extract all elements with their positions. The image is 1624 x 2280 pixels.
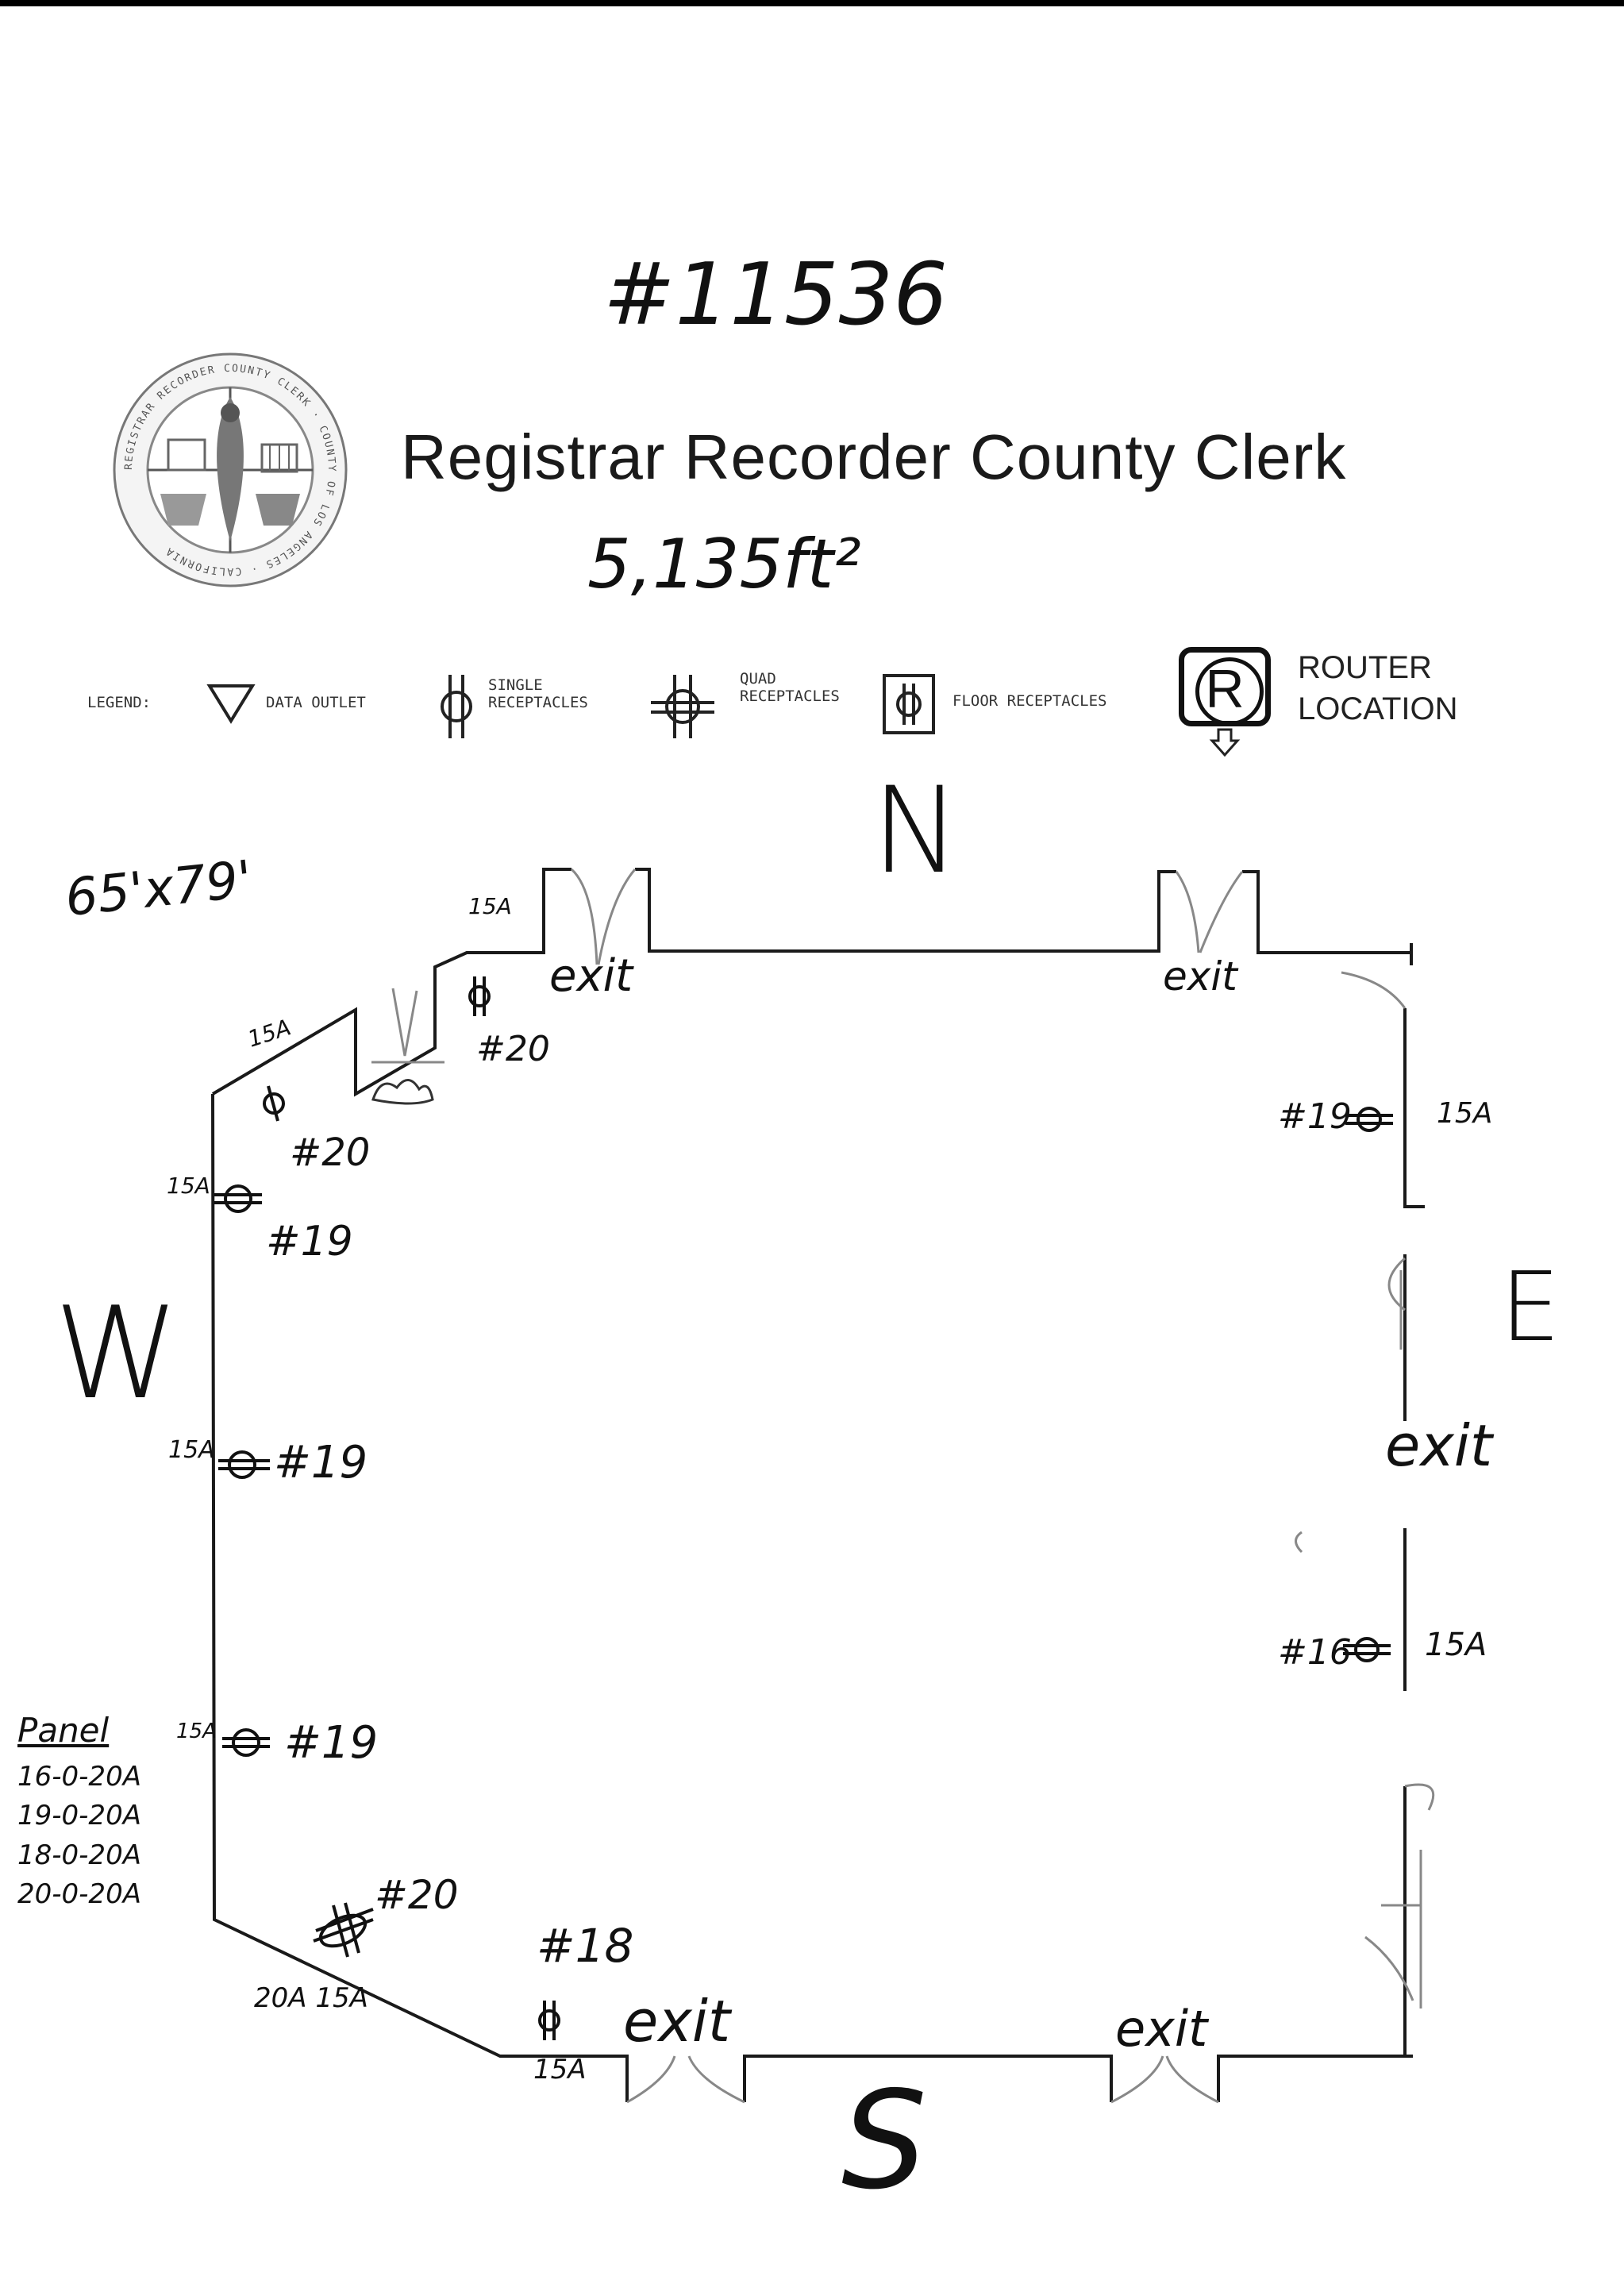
compass-east: E: [1500, 1253, 1561, 1363]
east1-receptacle-icon: [1345, 1107, 1393, 1132]
compass-west: W: [54, 1279, 180, 1427]
west1-amp: 15A: [167, 1173, 210, 1199]
panel-line: 16-0-20A: [17, 1761, 141, 1793]
east2-receptacle-icon: [1343, 1637, 1391, 1662]
west3-receptacle-icon: [222, 1728, 270, 1757]
exit-label-north-right: exit: [1163, 953, 1237, 999]
file-number: #11536: [603, 245, 949, 345]
south-circuit: #18: [537, 1919, 634, 1973]
scribble-mark: [371, 1079, 434, 1105]
nw-step-amp: 15A: [468, 893, 512, 919]
exit-label-south-right: exit: [1115, 2000, 1208, 2058]
south-receptacle-icon: [538, 2001, 560, 2040]
receptacle-marks: [214, 976, 1393, 2040]
router-letter: R: [1205, 659, 1245, 719]
south-amp: 15A: [533, 2054, 587, 2086]
legend-single-label: SINGLE RECEPTACLES: [488, 676, 588, 711]
legend-label: LEGEND:: [87, 694, 152, 711]
panel-schedule: Panel 16-0-20A 19-0-20A 18-0-20A 20-0-20…: [17, 1711, 141, 1914]
west3-circuit: #19: [284, 1717, 379, 1769]
compass-south: S: [841, 2062, 927, 2220]
sw-amp: 20A 15A: [254, 1982, 368, 2014]
legend-data-outlet-label: DATA OUTLET: [266, 694, 366, 711]
west1-receptacle-icon: [214, 1184, 262, 1213]
legend-router-label: ROUTER LOCATION: [1298, 650, 1458, 726]
walls: [211, 868, 1425, 2102]
exit-label-north-left: exit: [549, 950, 633, 1002]
router-icon: R: [1179, 647, 1271, 726]
router-arrow-icon: [1209, 728, 1241, 757]
nw-step-circuit: #20: [476, 1029, 550, 1069]
exit-label-south-left: exit: [623, 1988, 731, 2055]
data-outlet-icon: [206, 684, 256, 724]
west2-amp: 15A: [168, 1436, 215, 1464]
west2-circuit: #19: [274, 1437, 368, 1489]
diag-receptacle-icon: [263, 1085, 285, 1122]
compass-north: N: [872, 762, 961, 900]
panel-heading: Panel: [17, 1711, 110, 1750]
nw-step-receptacle-icon: [468, 976, 491, 1016]
quad-receptacle-icon: [651, 675, 714, 738]
county-seal-icon: REGISTRAR RECORDER COUNTY CLERK · COUNTY…: [113, 352, 348, 587]
panel-line: 20-0-20A: [17, 1878, 141, 1910]
sw-circuit: #20: [375, 1872, 459, 1918]
diag-circuit: #20: [290, 1130, 371, 1175]
west2-receptacle-icon: [218, 1450, 270, 1479]
west1-circuit: #19: [266, 1218, 353, 1265]
square-footage: 5,135ft²: [587, 525, 861, 604]
scan-top-edge: [0, 0, 1624, 6]
east2-circuit: #16: [1278, 1632, 1352, 1673]
panel-line: 19-0-20A: [17, 1800, 141, 1832]
panel-line: 18-0-20A: [17, 1839, 141, 1871]
east2-amp: 15A: [1425, 1627, 1487, 1663]
west3-amp: 15A: [176, 1720, 217, 1743]
floor-receptacle-icon: [883, 674, 935, 734]
sw-quad-receptacle-icon: [313, 1902, 374, 1958]
legend-quad-label: QUAD RECEPTACLES: [740, 670, 840, 705]
page-title: Registrar Recorder County Clerk: [401, 422, 1347, 492]
legend-floor-label: FLOOR RECEPTACLES: [952, 692, 1107, 710]
exit-label-east: exit: [1385, 1412, 1493, 1479]
legend: LEGEND: DATA OUTLET SINGLE RECEPTACLES Q…: [87, 647, 1484, 766]
door-swings: [371, 868, 1435, 2104]
east1-amp: 15A: [1437, 1097, 1493, 1130]
east1-circuit: #19: [1278, 1096, 1352, 1137]
single-receptacle-icon: [441, 675, 472, 738]
